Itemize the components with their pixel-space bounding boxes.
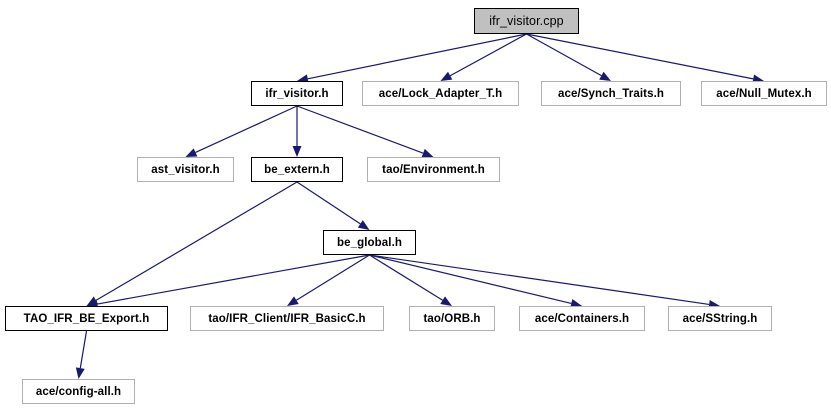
graph-node-label: ace/Synch_Traits.h <box>558 87 664 100</box>
graph-node-ace_synch_traits[interactable]: ace/Synch_Traits.h <box>541 81 681 106</box>
graph-node-label: ifr_visitor.cpp <box>489 14 564 28</box>
graph-node-label: be_extern.h <box>264 163 330 176</box>
arrowhead <box>75 367 85 379</box>
graph-edge-ifr_visitor_h-to-be_extern_h <box>292 106 302 157</box>
arrowhead <box>287 296 299 306</box>
arrowhead <box>421 148 434 158</box>
graph-edge-ifr_visitor_cpp-to-ace_synch_traits <box>526 33 611 81</box>
arrowhead <box>599 71 611 81</box>
arrowhead <box>292 146 302 157</box>
graph-edge-be_global_h-to-ace_sstring <box>369 254 720 309</box>
graph-edge-ifr_visitor_cpp-to-ace_null_mutex <box>526 33 764 84</box>
graph-node-label: ace/config-all.h <box>35 385 122 398</box>
graph-node-ifr_basicc[interactable]: tao/IFR_Client/IFR_BasicC.h <box>190 306 384 331</box>
graph-edge-ifr_visitor_h-to-tao_environment <box>296 105 434 158</box>
arrowhead <box>440 296 452 306</box>
graph-edge-ifr_visitor_h-to-ast_visitor_h <box>185 105 298 157</box>
graph-edge-be_global_h-to-ifr_basicc <box>287 254 370 306</box>
graph-node-label: tao/IFR_Client/IFR_BasicC.h <box>208 312 366 325</box>
graph-node-label: ace/Null_Mutex.h <box>716 87 812 100</box>
arrowhead <box>570 299 582 308</box>
graph-node-label: ifr_visitor.h <box>265 87 329 100</box>
graph-node-label: ace/Lock_Adapter_T.h <box>378 87 503 100</box>
graph-node-label: tao/ORB.h <box>423 312 481 325</box>
arrowhead <box>297 74 309 84</box>
graph-node-label: ace/SString.h <box>682 312 758 325</box>
graph-node-label: TAO_IFR_BE_Export.h <box>23 312 150 325</box>
graph-node-be_global_h[interactable]: be_global.h <box>323 230 416 255</box>
graph-edge-ifr_visitor_cpp-to-ace_lock_adapter <box>440 33 527 81</box>
arrowhead <box>185 148 198 157</box>
graph-node-label: be_global.h <box>337 236 402 249</box>
graph-node-label: tao/Environment.h <box>382 163 485 176</box>
arrowhead <box>357 220 370 230</box>
graph-node-ace_lock_adapter[interactable]: ace/Lock_Adapter_T.h <box>362 81 519 106</box>
graph-node-label: ast_visitor.h <box>151 163 220 176</box>
graph-edge-ifr_visitor_cpp-to-ifr_visitor_h <box>297 33 527 84</box>
graph-node-be_extern_h[interactable]: be_extern.h <box>251 157 343 182</box>
graph-node-ace_containers[interactable]: ace/Containers.h <box>519 306 645 331</box>
graph-node-label: ace/Containers.h <box>534 312 630 325</box>
graph-edge-be_global_h-to-ace_containers <box>369 254 582 308</box>
graph-edge-tao_ifr_be_export-to-ace_config_all <box>75 330 88 379</box>
graph-node-ast_visitor_h[interactable]: ast_visitor.h <box>137 157 234 182</box>
graph-node-ace_null_mutex[interactable]: ace/Null_Mutex.h <box>701 81 827 106</box>
graph-node-ifr_visitor_h[interactable]: ifr_visitor.h <box>251 81 343 106</box>
graph-edge-be_extern_h-to-be_global_h <box>296 181 370 230</box>
graph-node-tao_orb[interactable]: tao/ORB.h <box>409 306 495 331</box>
graph-node-tao_ifr_be_export[interactable]: TAO_IFR_BE_Export.h <box>5 306 168 331</box>
graph-node-ace_sstring[interactable]: ace/SString.h <box>668 306 772 331</box>
graph-edge-be_global_h-to-tao_orb <box>369 254 452 306</box>
graph-node-ace_config_all[interactable]: ace/config-all.h <box>22 379 135 404</box>
graph-node-tao_environment[interactable]: tao/Environment.h <box>367 157 500 182</box>
graph-node-ifr_visitor_cpp[interactable]: ifr_visitor.cpp <box>474 8 579 34</box>
arrowhead <box>440 71 453 81</box>
